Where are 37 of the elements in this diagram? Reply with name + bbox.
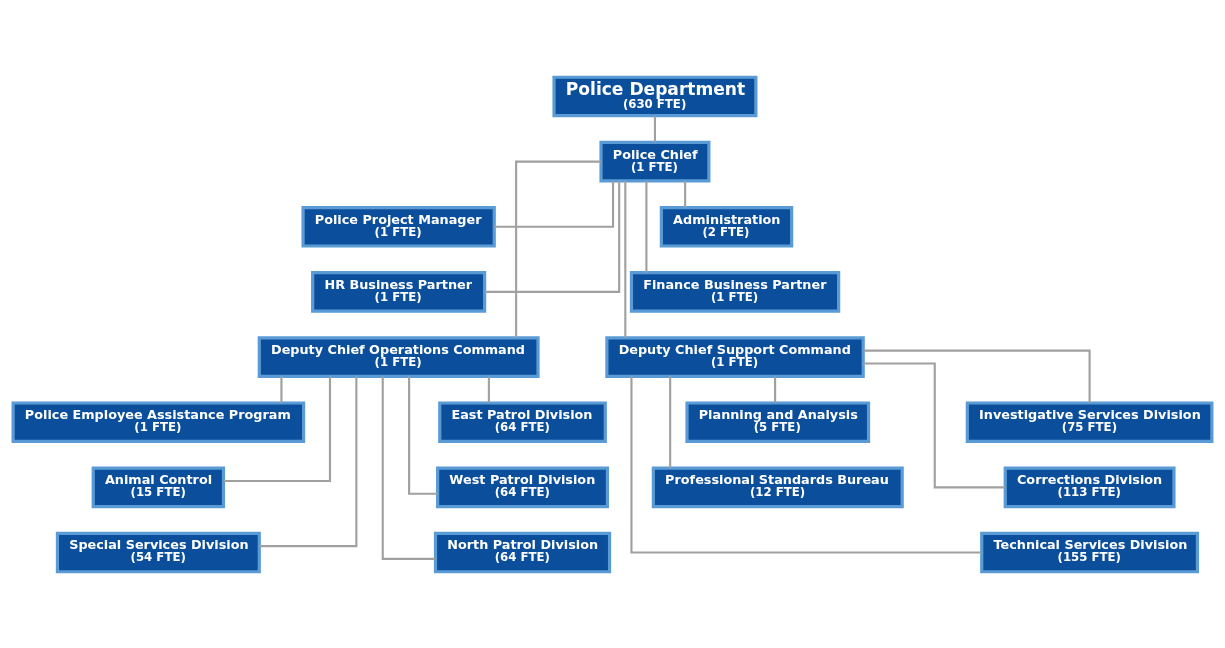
- connector: [494, 180, 615, 228]
- connector: [863, 361, 1005, 488]
- node-box: Special Services Division (54 FTE): [55, 531, 261, 573]
- connector: [774, 376, 777, 403]
- node-box: Administration (2 FTE): [659, 205, 794, 248]
- node-box: Deputy Chief Support Command (1 FTE): [605, 335, 865, 378]
- node-box: Police Department (630 FTE): [552, 75, 758, 117]
- node-box: Corrections Division (113 FTE): [1003, 466, 1176, 508]
- connector: [484, 180, 621, 293]
- connector: [624, 180, 627, 338]
- connector: [669, 375, 672, 468]
- node-box: East Patrol Division (64 FTE): [438, 400, 607, 443]
- node-box: Deputy Chief Operations Command (1 FTE): [257, 335, 540, 378]
- connector: [487, 376, 490, 403]
- connector: [684, 180, 687, 207]
- connector: [863, 349, 1091, 403]
- node-box: Professional Standards Bureau (12 FTE): [651, 466, 904, 508]
- node-box: Finance Business Partner (1 FTE): [629, 270, 841, 313]
- connector: [381, 375, 436, 560]
- node-box: Technical Services Division (155 FTE): [980, 531, 1200, 573]
- node-box: West Patrol Division (64 FTE): [436, 466, 610, 508]
- node-box: Police Project Manager (1 FTE): [301, 205, 496, 248]
- connector: [259, 376, 358, 547]
- node-box: North Patrol Division (64 FTE): [433, 531, 612, 573]
- connector: [408, 375, 438, 495]
- node-box: Animal Control (15 FTE): [91, 466, 226, 508]
- connector: [645, 180, 648, 273]
- node-box: Planning and Analysis (5 FTE): [685, 400, 871, 443]
- connector: [515, 160, 601, 338]
- connector: [223, 375, 332, 482]
- node-box: Police Employee Assistance Program (1 FTE): [11, 400, 306, 443]
- connector: [630, 376, 982, 554]
- connector: [653, 115, 657, 142]
- node-box: Investigative Services Division (75 FTE): [965, 400, 1214, 443]
- node-box: HR Business Partner (1 FTE): [311, 270, 487, 313]
- node-box: Police Chief (1 FTE): [599, 140, 711, 182]
- connector: [280, 376, 283, 403]
